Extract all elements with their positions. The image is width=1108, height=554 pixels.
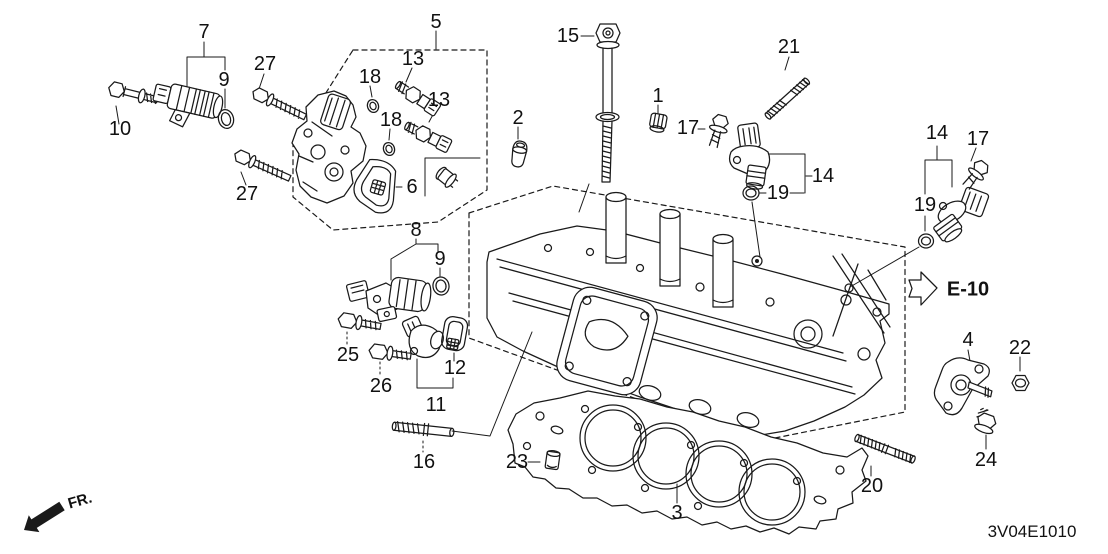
cam-sensor-11 xyxy=(401,315,444,359)
callout-17-left[interactable]: 17 xyxy=(676,117,700,139)
callout-6[interactable]: 6 xyxy=(406,176,418,198)
bolt-17-left xyxy=(708,113,729,149)
o-ring-18-upper xyxy=(366,98,380,114)
callout-22[interactable]: 22 xyxy=(1008,337,1032,359)
callout-14-right[interactable]: 14 xyxy=(925,122,949,144)
o-ring-9-lower xyxy=(432,276,450,296)
callout-19-left[interactable]: 19 xyxy=(766,182,790,204)
vtc-actuator-housing xyxy=(291,90,367,204)
ref-link-e10[interactable]: E-10 xyxy=(946,278,990,301)
callout-9-lower[interactable]: 9 xyxy=(434,248,446,270)
tdc-sensor-14-left xyxy=(728,122,771,190)
bolt-15 xyxy=(595,23,621,183)
callout-20[interactable]: 20 xyxy=(860,475,884,497)
callout-27-upper[interactable]: 27 xyxy=(253,53,277,75)
nut-22 xyxy=(1011,374,1030,392)
gasket-12 xyxy=(441,315,469,352)
callout-3[interactable]: 3 xyxy=(671,502,683,524)
o-ring-18-lower xyxy=(382,141,396,157)
callout-19-right[interactable]: 19 xyxy=(913,194,937,216)
callout-18-upper[interactable]: 18 xyxy=(358,66,382,88)
dashed-boundary-spool-valve-assy xyxy=(292,49,488,231)
sealing-plug-2 xyxy=(511,140,528,168)
dowel-pin-23 xyxy=(544,449,561,471)
callout-23[interactable]: 23 xyxy=(505,451,529,473)
callout-14-left[interactable]: 14 xyxy=(811,165,835,187)
callout-15[interactable]: 15 xyxy=(556,25,580,47)
bolt-25 xyxy=(337,312,382,331)
callout-12[interactable]: 12 xyxy=(443,357,467,379)
diagram-code: 3V04E1010 xyxy=(987,522,1077,541)
callout-26[interactable]: 26 xyxy=(369,375,393,397)
callout-17-right[interactable]: 17 xyxy=(966,128,990,150)
stud-16 xyxy=(391,420,455,437)
callout-11[interactable]: 11 xyxy=(425,394,447,416)
callout-27-lower[interactable]: 27 xyxy=(235,183,259,205)
callout-24[interactable]: 24 xyxy=(974,449,998,471)
callout-25[interactable]: 25 xyxy=(336,344,360,366)
head-gasket xyxy=(507,390,869,535)
stud-21 xyxy=(764,77,811,120)
grommet-part xyxy=(435,166,459,188)
bolt-24 xyxy=(974,407,997,435)
bolt-27-lower xyxy=(234,149,292,182)
callout-16[interactable]: 16 xyxy=(412,451,436,473)
o-ring-9-upper xyxy=(217,108,235,130)
spool-valve-7 xyxy=(152,83,224,128)
callout-7[interactable]: 7 xyxy=(198,21,210,43)
gasket-6 xyxy=(353,158,397,214)
oil-pressure-switch-13-lower xyxy=(404,121,453,153)
bolt-washer-10 xyxy=(108,81,159,105)
callout-4[interactable]: 4 xyxy=(962,329,974,351)
cap-1 xyxy=(649,112,668,133)
callout-13-upper[interactable]: 13 xyxy=(401,48,425,70)
stud-20 xyxy=(854,433,916,464)
o-ring-19-left xyxy=(742,185,760,201)
leader-lines xyxy=(115,30,1021,504)
callout-9-upper[interactable]: 9 xyxy=(218,69,230,91)
callout-8[interactable]: 8 xyxy=(410,219,422,241)
ref-arrow-icon xyxy=(908,271,938,306)
callout-2[interactable]: 2 xyxy=(512,107,524,129)
water-passage-plate-4 xyxy=(933,357,993,416)
oil-pressure-switch-13-upper xyxy=(394,80,442,117)
callout-1[interactable]: 1 xyxy=(652,85,664,107)
callout-10[interactable]: 10 xyxy=(108,118,132,140)
callout-21[interactable]: 21 xyxy=(777,36,801,58)
cylinder-head xyxy=(486,191,891,436)
callout-5[interactable]: 5 xyxy=(430,11,442,33)
vtc-solenoid-8 xyxy=(345,276,432,323)
fr-arrow-icon xyxy=(24,501,65,533)
bolt-26 xyxy=(368,343,412,361)
bolt-17-right xyxy=(962,159,989,190)
callout-18-lower[interactable]: 18 xyxy=(379,109,403,131)
tdc-sensor-14-right xyxy=(933,186,990,243)
o-ring-19-right xyxy=(917,233,935,249)
bolt-27-upper xyxy=(252,87,308,121)
callout-13-lower[interactable]: 13 xyxy=(427,89,451,111)
